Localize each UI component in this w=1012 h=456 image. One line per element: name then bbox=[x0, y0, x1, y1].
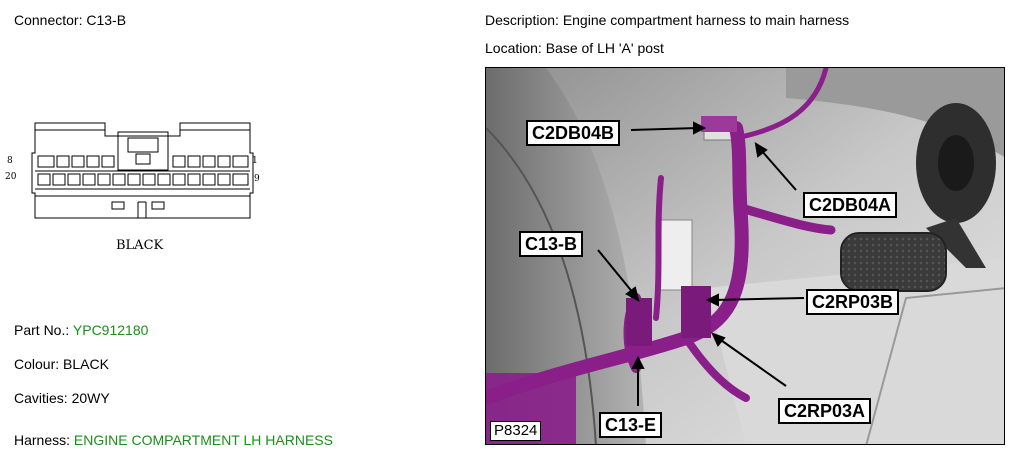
part-no-label: Part No.: bbox=[14, 322, 70, 338]
location-value: Base of LH 'A' post bbox=[545, 40, 664, 56]
part-no-line: Part No.: YPC912180 bbox=[14, 322, 148, 338]
description-value: Engine compartment harness to main harne… bbox=[562, 12, 850, 28]
colour-line: Colour: BLACK bbox=[14, 356, 109, 372]
description-line: Description: Engine compartment harness … bbox=[485, 12, 849, 28]
callout-c2db04b: C2DB04B bbox=[526, 120, 621, 146]
cavities-line: Cavities: 20WY bbox=[14, 390, 110, 406]
location-label: Location: bbox=[485, 40, 542, 56]
diagram-color-label: BLACK bbox=[116, 238, 164, 253]
callout-c2rp03b: C2RP03B bbox=[806, 289, 900, 315]
cavities-label: Cavities: bbox=[14, 390, 68, 406]
harness-value: ENGINE COMPARTMENT LH HARNESS bbox=[73, 432, 333, 448]
connector-face-diagram bbox=[31, 122, 254, 219]
callout-c2rp03a: C2RP03A bbox=[778, 398, 872, 424]
pin-label-8: 8 bbox=[7, 156, 13, 166]
location-line: Location: Base of LH 'A' post bbox=[485, 40, 664, 56]
colour-label: Colour: bbox=[14, 356, 60, 372]
description-label: Description: bbox=[485, 12, 559, 28]
callout-c13b: C13-B bbox=[519, 231, 584, 257]
pin-label-20: 20 bbox=[5, 172, 17, 182]
callout-c13e: C13-E bbox=[599, 412, 663, 438]
location-photo: C2DB04B C2DB04A C13-B C2RP03B C2RP03A C1… bbox=[485, 67, 1005, 445]
figure-id-label: P8324 bbox=[490, 421, 542, 441]
pin-label-9: 9 bbox=[254, 174, 260, 184]
connector-value: C13-B bbox=[86, 12, 127, 28]
connector-line: Connector: C13-B bbox=[14, 12, 126, 28]
callout-c2db04a: C2DB04A bbox=[803, 192, 898, 218]
colour-value: BLACK bbox=[63, 356, 109, 372]
harness-line: Harness: ENGINE COMPARTMENT LH HARNESS bbox=[14, 432, 333, 448]
cavities-value: 20WY bbox=[71, 390, 110, 406]
part-no-value: YPC912180 bbox=[72, 322, 149, 338]
connector-label: Connector: bbox=[14, 12, 83, 28]
harness-label: Harness: bbox=[14, 432, 71, 448]
pin-label-1: 1 bbox=[252, 156, 258, 166]
